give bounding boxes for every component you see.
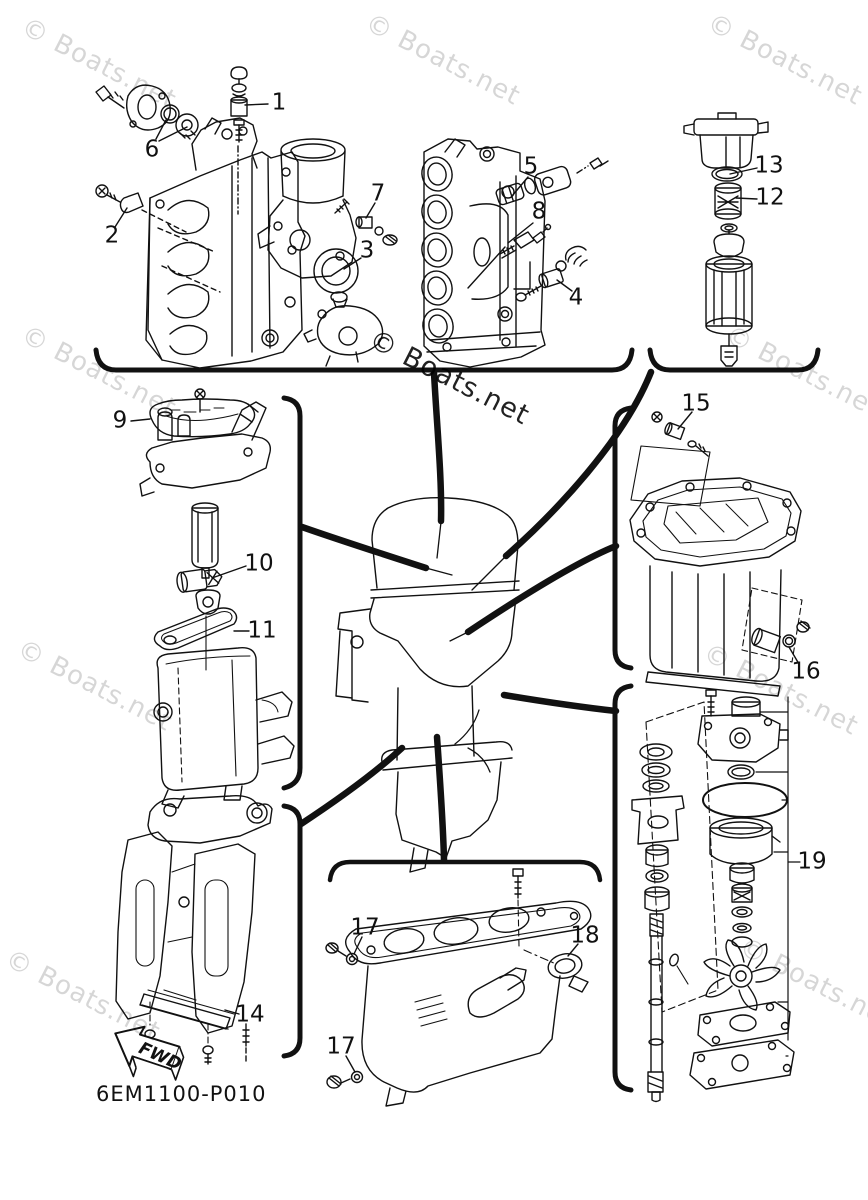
cylinder-head <box>421 138 546 368</box>
callout-label-7: 7 <box>370 180 386 207</box>
callout-label-11: 11 <box>247 617 277 644</box>
callout-label-5: 5 <box>523 153 539 180</box>
fwd-arrow-icon: FWD <box>114 1025 184 1081</box>
cylinder-block <box>145 117 306 369</box>
callout-label-2: 2 <box>104 222 120 249</box>
callout-label-12: 12 <box>755 184 785 211</box>
driveshaft-and-seals <box>631 701 719 1103</box>
callout-label-19: 19 <box>797 848 827 875</box>
anode-plug-parts <box>230 66 248 143</box>
fuel-filter-assembly <box>683 112 769 367</box>
callout-label-1: 1 <box>271 89 287 116</box>
callout-label-8: 8 <box>531 198 547 225</box>
thermostat-parts <box>95 84 199 140</box>
callout-label-18: 18 <box>570 922 600 949</box>
screw-cap-parts <box>95 184 187 233</box>
water-pump-kit <box>689 689 801 1090</box>
lower-unit-gearcase <box>325 868 592 1107</box>
callout-label-16: 16 <box>791 658 821 685</box>
callout-label-4: 4 <box>568 284 584 311</box>
callout-label-9: 9 <box>112 407 128 434</box>
callout-label-3: 3 <box>359 237 375 264</box>
outboard-motor-silhouette <box>335 497 520 873</box>
connector-lines <box>297 368 655 864</box>
callout-label-13: 13 <box>754 152 784 179</box>
callout-label-6: 6 <box>144 136 160 163</box>
clamp-bracket <box>115 795 273 1065</box>
section-brackets <box>93 347 821 1093</box>
oil-filter-assembly <box>257 138 398 367</box>
callout-label-17: 17 <box>326 1033 356 1060</box>
diagram-part-number: 6EM1100-P010 <box>96 1082 267 1106</box>
callout-label-15: 15 <box>681 390 711 417</box>
callout-label-14: 14 <box>235 1001 265 1028</box>
oil-pan-assembly <box>629 411 811 697</box>
ignition-and-anode-parts <box>495 157 609 302</box>
callout-label-10: 10 <box>244 550 274 577</box>
callout-leaders <box>114 103 800 1073</box>
fuel-pump-module <box>139 388 295 809</box>
callout-label-17: 17 <box>350 914 380 941</box>
